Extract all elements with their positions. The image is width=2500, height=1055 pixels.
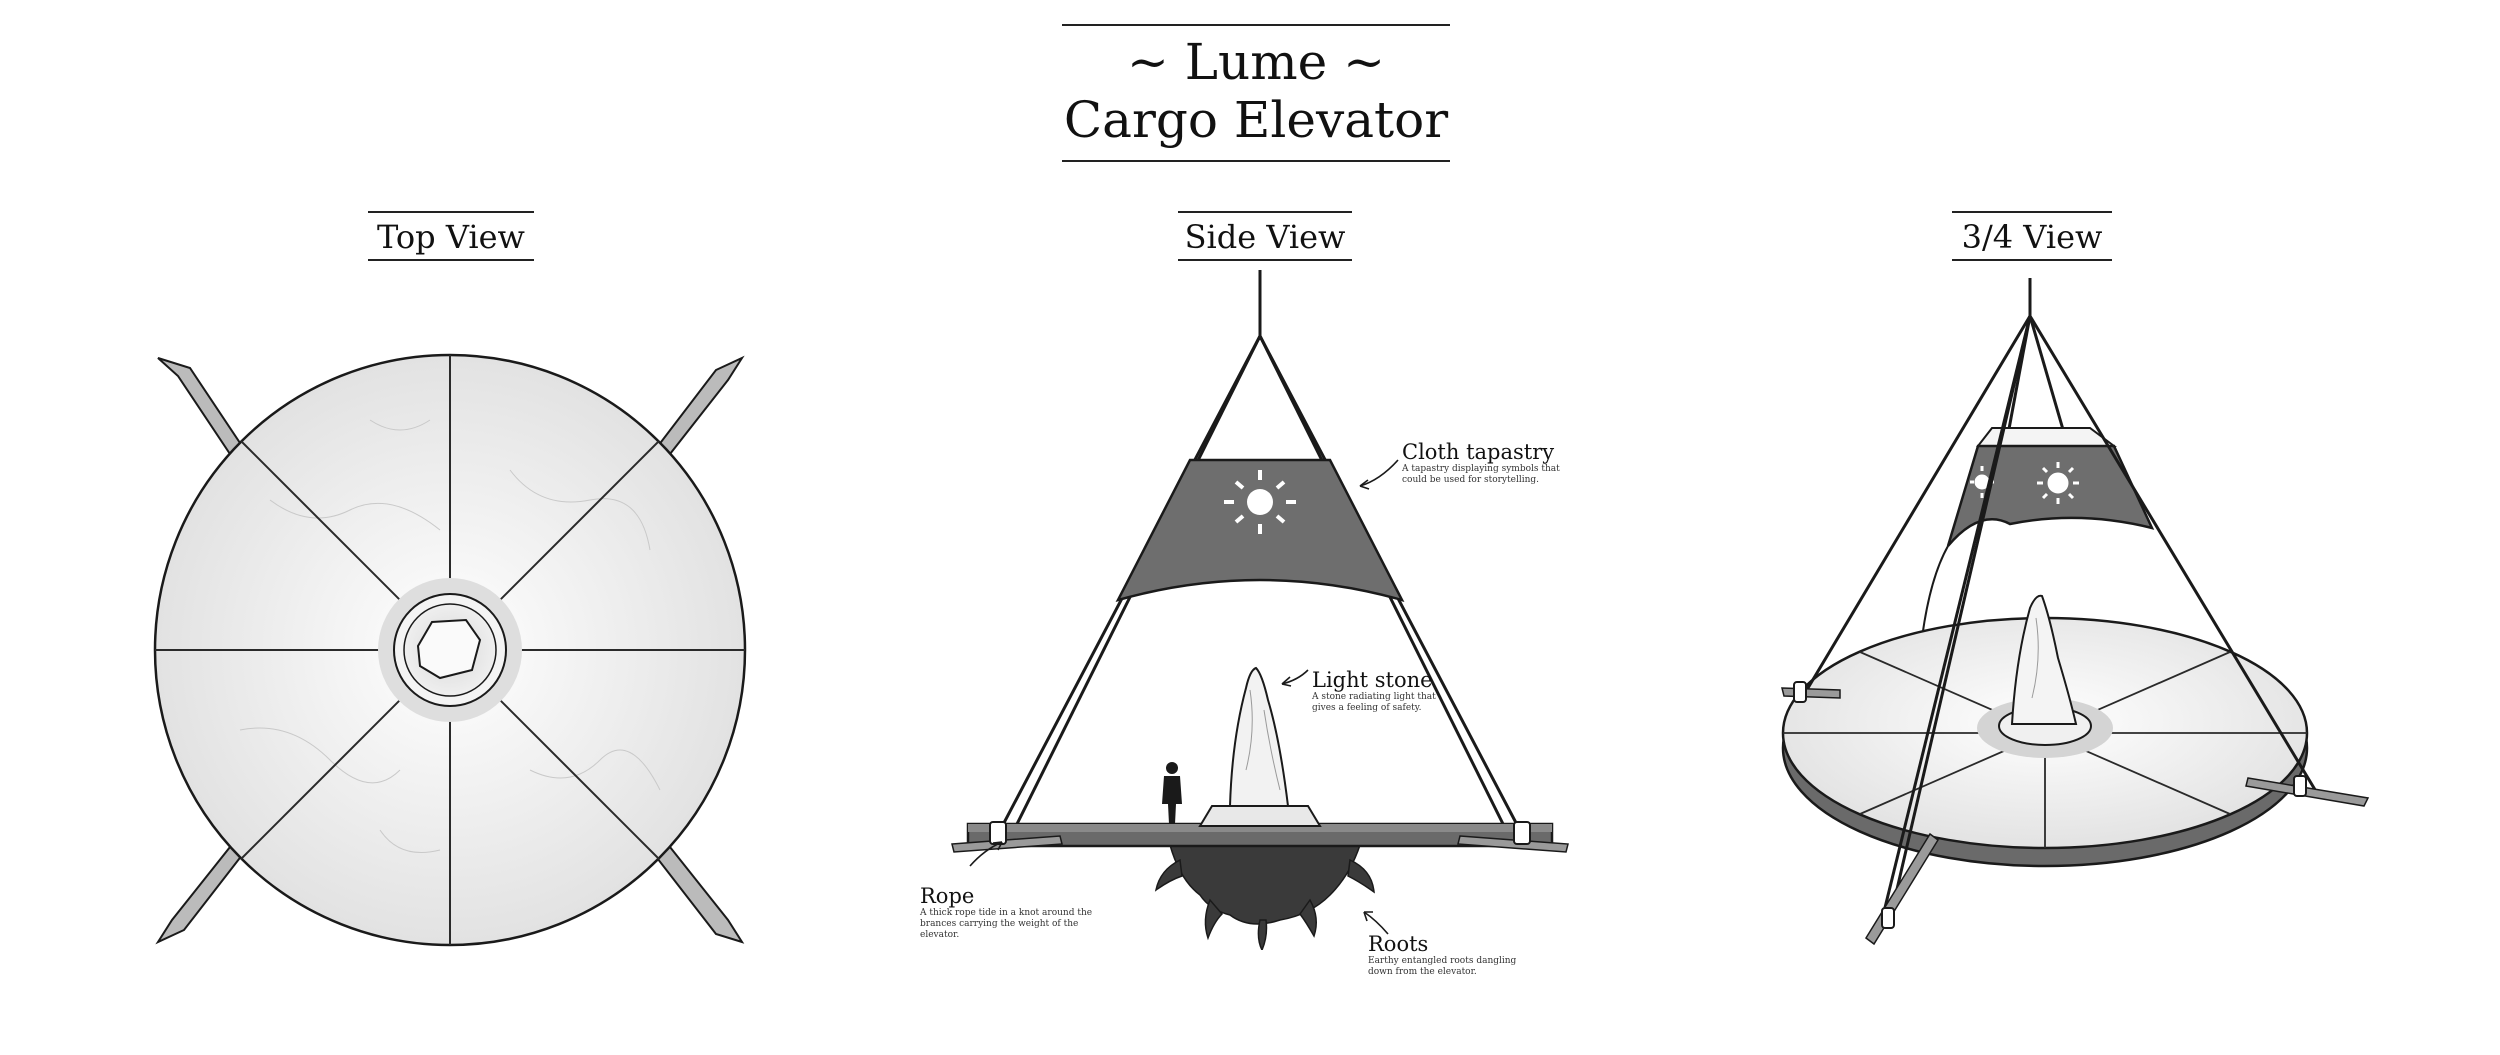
three-quarter-view-illustration — [1781, 278, 2370, 946]
title-block: ~ Lume ~ Cargo Elevator — [1062, 24, 1450, 162]
roots — [1154, 844, 1375, 950]
top-view-heading: Top View — [368, 211, 534, 261]
cloth-tapestry — [1946, 444, 2155, 547]
title-line-1: ~ Lume ~ — [1127, 33, 1385, 91]
top-view-label: Top View — [377, 218, 525, 256]
title-line-2: Cargo Elevator — [1063, 91, 1449, 149]
callout-rope-desc: A thick rope tide in a knot around the b… — [920, 908, 1093, 940]
light-stone — [2010, 594, 2078, 725]
callout-roots: Roots Earthy entangled roots dangling do… — [1368, 932, 1528, 978]
side-view-heading: Side View — [1178, 211, 1352, 261]
title-bottom-rule — [1062, 160, 1450, 162]
callout-roots-desc: Earthy entangled roots dangling down fro… — [1368, 956, 1517, 977]
callout-rope-title: Rope — [920, 884, 975, 908]
callout-roots-title: Roots — [1368, 932, 1429, 956]
callout-cloth: Cloth tapastry A tapastry displaying sym… — [1402, 440, 1582, 486]
sun-symbol — [1970, 462, 2079, 504]
three-quarter-view-heading: 3/4 View — [1952, 211, 2112, 261]
callout-rope: Rope A thick rope tide in a knot around … — [920, 884, 1120, 941]
callout-stone-desc: A stone radiating light that gives a fee… — [1312, 692, 1436, 713]
callout-arrows — [969, 459, 1399, 935]
sun-symbol — [1224, 470, 1296, 534]
light-stone — [1228, 666, 1290, 807]
top-view-illustration — [153, 353, 747, 947]
person-silhouette — [1162, 762, 1182, 824]
rope-knot — [1793, 681, 2307, 929]
callout-cloth-desc: A tapastry displaying symbols that could… — [1402, 464, 1560, 485]
side-view-illustration — [951, 270, 1569, 950]
title-top-rule — [1062, 24, 1450, 26]
frame-poles — [1800, 315, 2322, 929]
callout-stone: Light stone A stone radiating light that… — [1312, 668, 1442, 714]
callout-stone-title: Light stone — [1312, 668, 1433, 692]
light-stone — [416, 618, 482, 680]
side-view-label: Side View — [1184, 218, 1346, 256]
three-quarter-view-label: 3/4 View — [1961, 218, 2103, 256]
callout-cloth-title: Cloth tapastry — [1402, 440, 1555, 464]
